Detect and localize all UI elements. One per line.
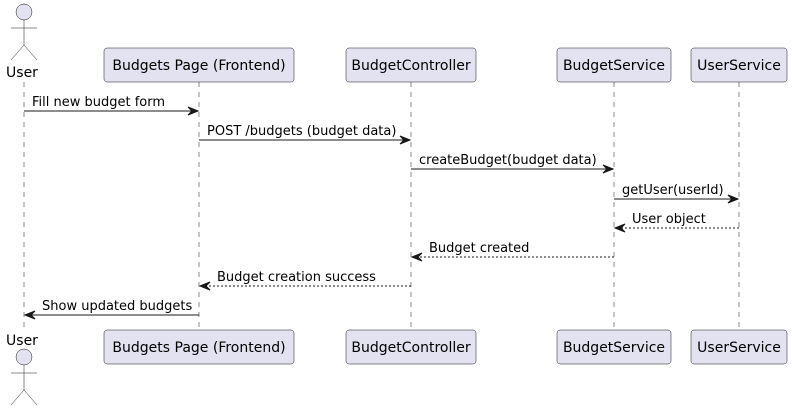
actor-icon (10, 3, 38, 61)
message-label: Show updated budgets (42, 299, 192, 314)
actor-icon (10, 348, 38, 406)
participant-label: BudgetController (351, 58, 470, 74)
message-8: Show updated budgets (23, 299, 199, 320)
participants-top: User Budgets Page (Frontend) BudgetControl… (6, 3, 788, 83)
participant-label: BudgetService (563, 58, 665, 74)
message-label: User object (632, 212, 706, 227)
message-1: Fill new budget form (24, 95, 200, 116)
message-label: createBudget(budget data) (419, 153, 597, 168)
arrow-head (602, 164, 615, 174)
participant-budget-service-bottom: BudgetService (556, 329, 672, 365)
message-7: Budget creation success (198, 270, 411, 291)
message-2: POST /budgets (budget data) (199, 124, 412, 145)
message-label: Budget created (429, 241, 529, 256)
message-label: getUser(userId) (622, 183, 724, 198)
participant-label: User (6, 333, 38, 349)
arrow-head (613, 223, 626, 233)
participant-controller-bottom: BudgetController (345, 329, 477, 365)
message-label: Budget creation success (217, 270, 376, 285)
participant-user-service-top: UserService (690, 47, 788, 83)
participant-label: BudgetController (351, 340, 470, 356)
message-6: Budget created (410, 241, 614, 262)
message-label: Fill new budget form (32, 95, 165, 110)
arrow-head (198, 281, 211, 291)
participant-box (103, 329, 295, 365)
participant-box (345, 47, 477, 83)
participant-label: User (6, 65, 38, 81)
message-label: POST /budgets (budget data) (207, 124, 396, 139)
arrow-head (727, 194, 740, 204)
participant-user-bottom: User (6, 333, 38, 406)
participant-label: Budgets Page (Frontend) (112, 340, 285, 356)
participant-frontend-bottom: Budgets Page (Frontend) (103, 329, 295, 365)
participant-user-service-bottom: UserService (690, 329, 788, 365)
participant-user-top: User (6, 3, 38, 81)
participant-label: UserService (697, 58, 781, 74)
participant-box (690, 329, 788, 365)
message-3: createBudget(budget data) (411, 153, 615, 174)
participant-label: BudgetService (563, 340, 665, 356)
message-5: User object (613, 212, 739, 233)
participant-label: Budgets Page (Frontend) (112, 58, 285, 74)
participant-frontend-top: Budgets Page (Frontend) (103, 47, 295, 83)
participant-budget-service-top: BudgetService (556, 47, 672, 83)
arrow-head (187, 106, 200, 116)
message-4: getUser(userId) (614, 183, 740, 204)
arrow-head (399, 135, 412, 145)
participant-label: UserService (697, 340, 781, 356)
arrow-head (410, 252, 423, 262)
participant-controller-top: BudgetController (345, 47, 477, 83)
participants-bottom: User Budgets Page (Frontend) BudgetControl… (6, 329, 788, 406)
lifelines (23, 82, 740, 330)
participant-box (345, 329, 477, 365)
participant-box (690, 47, 788, 83)
participant-box (556, 329, 672, 365)
participant-box (556, 47, 672, 83)
participant-box (103, 47, 295, 83)
arrow-head (23, 310, 36, 320)
